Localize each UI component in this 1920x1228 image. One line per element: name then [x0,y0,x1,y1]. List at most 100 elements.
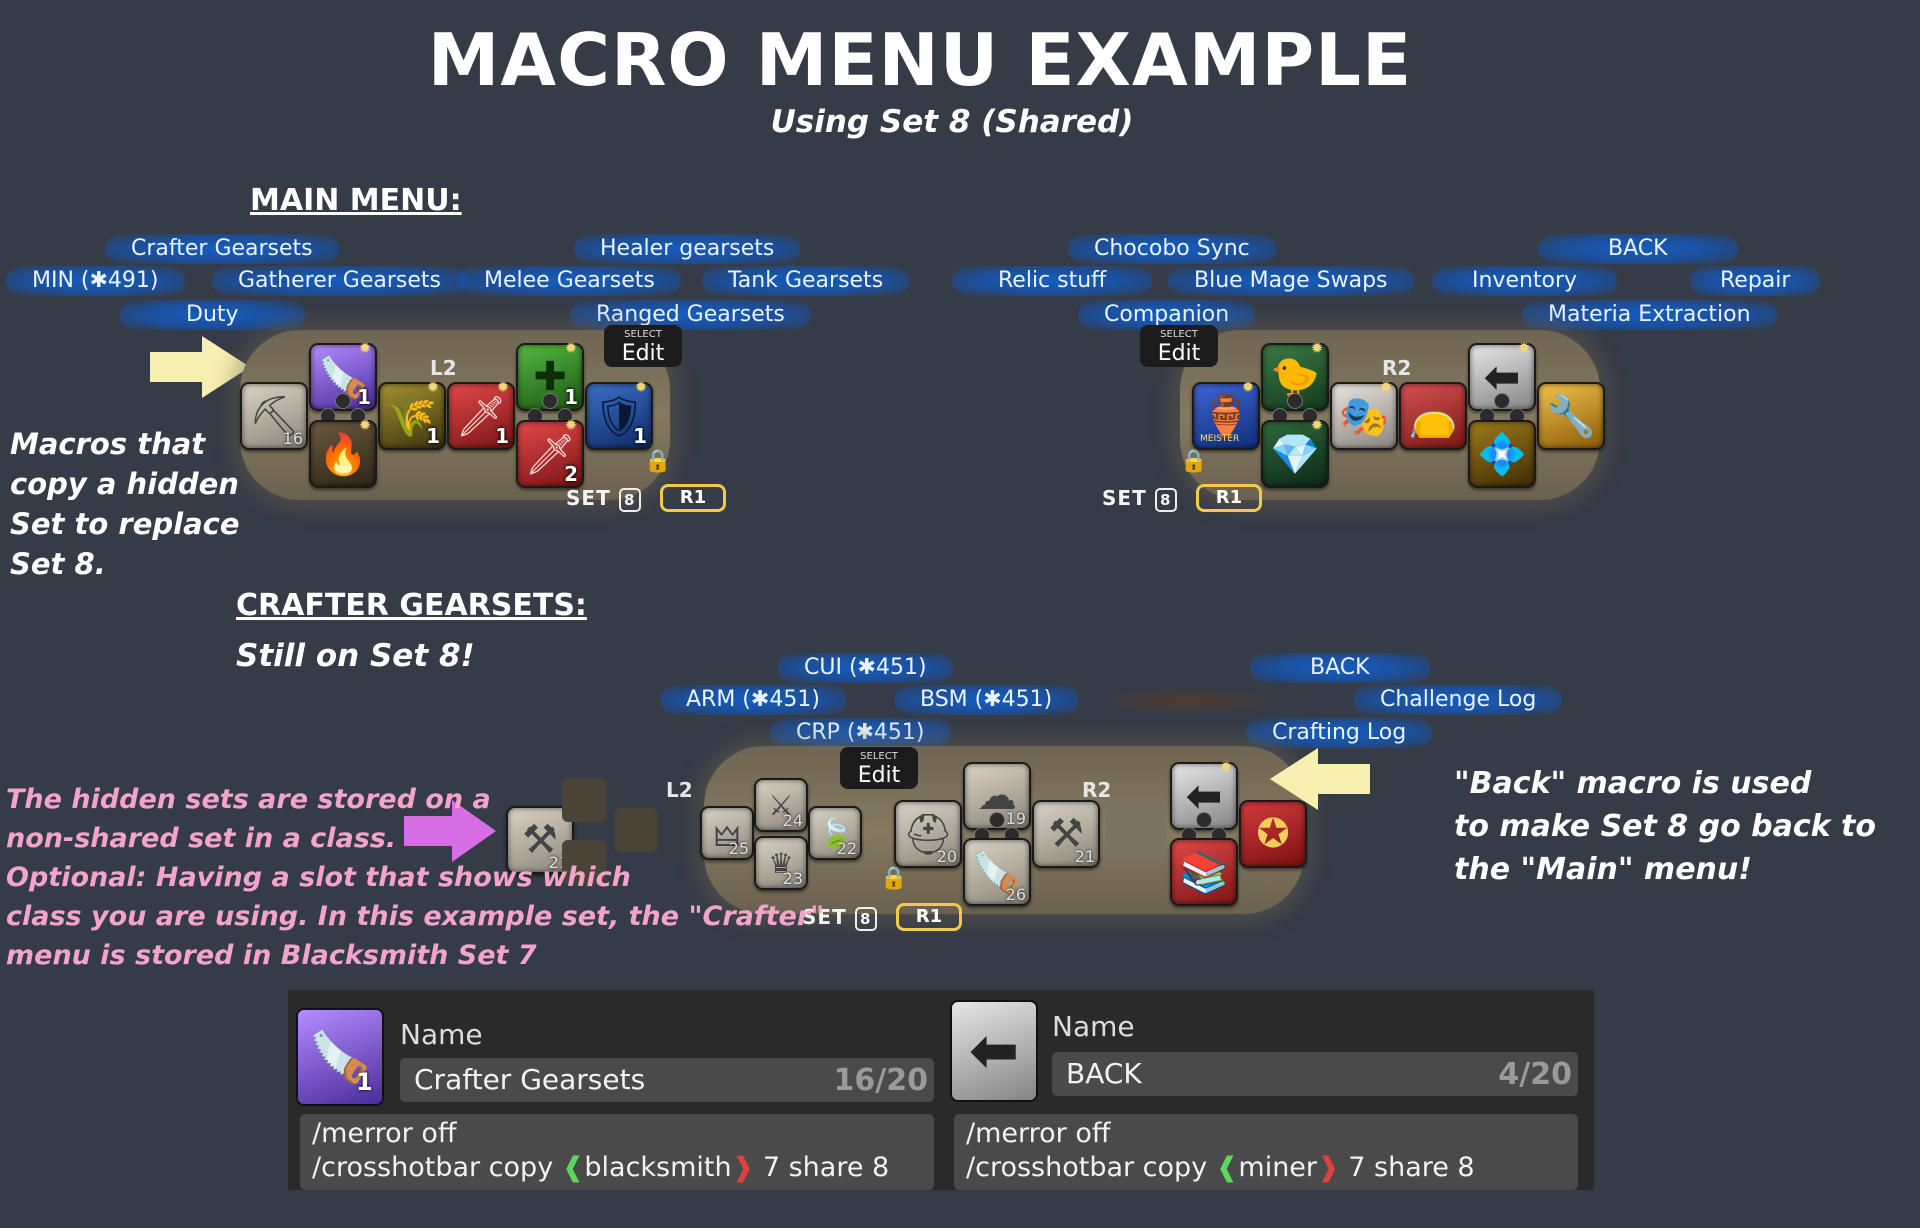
slot-arm-hidden[interactable]: ⚔24 [754,778,808,832]
slot-melee-gearsets[interactable]: 🗡1 [447,382,515,450]
r2-label: R2 [1382,356,1412,380]
meister-tag: MEISTER [1200,434,1240,444]
label-healer-gearsets: Healer gearsets [574,234,801,264]
crafter-heading: CRAFTER GEARSETS: [236,588,587,623]
label-tank-gearsets: Tank Gearsets [702,266,910,296]
r2-label: R2 [1082,778,1112,802]
slot-crafter-gearsets[interactable]: 🪚1 [309,343,377,411]
lock-icon: 🔒 [1180,449,1208,474]
label-cui: CUI (✱451) [778,653,953,683]
empty-label-glow [1112,690,1262,712]
slot-blue-mage-swaps[interactable]: 🎭 [1330,382,1398,450]
saw-icon: 🪚 [318,354,368,401]
slot-challenge-log[interactable]: ✪ [1239,800,1307,868]
macro-text-area[interactable]: /merror off /crosshotbar copy ❰miner❱ 7 … [954,1114,1578,1190]
bag-icon: 👝 [1408,393,1458,440]
cross-icon: ✚ [533,354,567,400]
gear-icon: ✹ [358,416,372,434]
gear-icon: ✹ [1219,758,1233,776]
mask-icon: 🎭 [1339,393,1389,440]
slot-relic-stuff[interactable]: 💎 [1261,420,1329,488]
char-count: 16/20 [833,1063,928,1098]
l2-label: L2 [666,778,693,802]
pink-arrow-icon [404,800,496,866]
slot-anvil[interactable]: ⚒21 [1032,800,1100,868]
main-menu-heading: MAIN MENU: [250,183,462,218]
slot-tank-gearsets[interactable]: 🛡1 [585,382,653,450]
label-duty: Duty [120,300,305,330]
label-bsm: BSM (✱451) [894,685,1079,715]
pickaxe-icon: ⛏ [248,393,300,440]
slot-materia-extraction[interactable]: 💠 [1468,420,1536,488]
macro-name-field[interactable]: BACK 4/20 [1052,1052,1578,1096]
label-inventory: Inventory [1432,266,1618,296]
set-indicator-main-right: SET 8 [1102,486,1177,512]
gear-icon: ✹ [358,339,372,357]
gear-icon: ✹ [426,378,440,396]
lantern-icon: 🔥 [318,431,368,478]
slot-ltw-hidden[interactable]: 🍃22 [808,806,862,860]
slot-companion[interactable]: 🏺 [1192,382,1260,450]
gear-icon: ✹ [564,339,578,357]
saw-icon: 🪚 [308,1027,372,1086]
wheat-icon: 🌾 [387,393,437,440]
back-arrow-icon: ⬅ [968,1016,1020,1086]
slot-pickaxe[interactable]: ⛏16 [240,382,308,450]
label-crp: CRP (✱451) [770,718,951,748]
armor-icon: ⚔ [768,788,794,822]
label-blue-mage-swaps: Blue Mage Swaps [1168,266,1414,296]
r1-badge: R1 [1196,484,1262,512]
emblem-icon: ✪ [1256,811,1290,857]
slot-gsm-hidden[interactable]: ♛23 [754,836,808,890]
slot-chocobo-sync[interactable]: 🐤 [1261,343,1329,411]
slot-inventory[interactable]: 👝 [1399,382,1467,450]
page-title: MACRO MENU EXAMPLE [427,18,1413,102]
label-back-main: BACK [1538,234,1738,264]
macro-name-label: Name [400,1018,483,1051]
r1-badge: R1 [660,484,726,512]
sword-icon: 🗡 [524,431,576,478]
gear-icon: ✹ [564,416,578,434]
slot-helm[interactable]: ⛑20 [894,800,962,868]
label-arm: ARM (✱451) [660,685,846,715]
macro-text-area[interactable]: /merror off /crosshotbar copy ❰blacksmit… [300,1114,934,1190]
slot-crafting-log[interactable]: 📚 [1170,838,1238,906]
yellow-arrow-icon [150,336,250,402]
yellow-arrow-left-icon [1270,748,1370,814]
slot-ranged-gearsets[interactable]: 🗡2 [516,420,584,488]
label-gatherer-gearsets: Gatherer Gearsets [212,266,467,296]
label-min: MIN (✱491) [6,266,185,296]
gear-icon: ✹ [1310,339,1324,357]
pot-icon: 🜲 [714,819,740,853]
macro-icon-crafter[interactable]: 🪚 [296,1008,384,1106]
macro-icon-back[interactable]: ⬅ [950,1000,1038,1102]
lock-icon: 🔒 [880,866,908,891]
saw-icon: 🪚 [972,849,1022,896]
gear-icon: ✹ [1517,339,1531,357]
gear-icon: ✹ [1241,378,1255,396]
page-subtitle: Using Set 8 (Shared) [770,104,1134,140]
r1-badge: R1 [896,903,962,931]
anvil-icon: ⚒ [522,817,558,863]
slot-gatherer[interactable]: 🌾1 [378,382,446,450]
slot-repair[interactable]: 🔧 [1537,382,1605,450]
jar-icon: 🏺 [1201,393,1251,440]
gear-icon: ✹ [634,378,648,396]
cloud-icon: ☁ [977,773,1017,819]
slot-saw[interactable]: 🪚26 [963,838,1031,906]
slot-cui-hidden[interactable]: 🜲25 [700,806,754,860]
crown-icon: ♛ [768,846,794,880]
gear-icon: ✹ [1310,416,1324,434]
label-repair: Repair [1690,266,1821,296]
label-challenge-log: Challenge Log [1354,685,1563,715]
macro-name-field[interactable]: Crafter Gearsets 16/20 [400,1058,934,1102]
shield-icon: 🛡 [593,393,645,440]
sword-icon: 🗡 [455,393,507,440]
slot-gatherer-gearsets[interactable]: 🔥 [309,420,377,488]
helm-icon: ⛑ [902,811,954,858]
